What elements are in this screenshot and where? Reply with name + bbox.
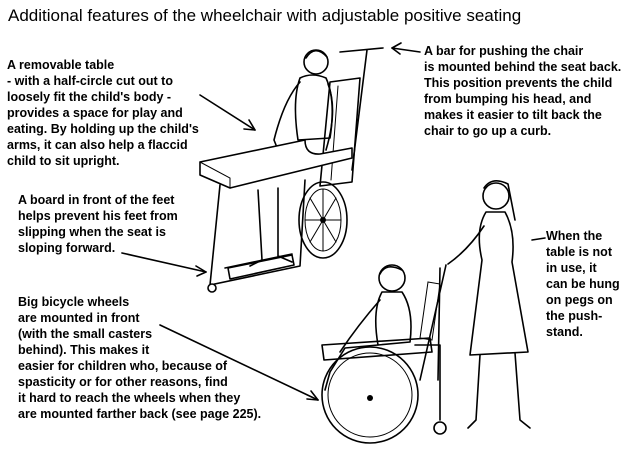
caster-wheel bbox=[433, 421, 447, 435]
bicycle-wheel bbox=[321, 346, 419, 444]
note-bicycle-wheels: Big bicycle wheels are mounted in front … bbox=[18, 295, 262, 421]
removable-table bbox=[199, 139, 353, 189]
arrow-table-hung bbox=[531, 237, 546, 241]
callout-arrows bbox=[121, 42, 546, 401]
page-title: Additional features of the wheelchair wi… bbox=[8, 6, 522, 25]
arrow-push-bar bbox=[391, 47, 421, 53]
arrow-table bbox=[199, 94, 256, 131]
wheelchair-with-table-drawing bbox=[199, 47, 384, 293]
note-table-hung: When the table is not in use, it can be … bbox=[546, 229, 620, 339]
big-wheel bbox=[298, 181, 348, 259]
note-push-bar: A bar for pushing the chair is mounted b… bbox=[424, 44, 622, 138]
foot-board bbox=[227, 254, 295, 280]
child-head-2 bbox=[378, 264, 406, 292]
note-removable-table: A removable table - with a half-circle c… bbox=[7, 58, 199, 168]
arrow-foot-board bbox=[121, 252, 207, 273]
wheelchair-pushed-drawing bbox=[321, 180, 531, 444]
arrow-wheels bbox=[159, 324, 319, 401]
girl-head bbox=[482, 182, 510, 210]
note-foot-board: A board in front of the feet helps preve… bbox=[18, 193, 178, 255]
